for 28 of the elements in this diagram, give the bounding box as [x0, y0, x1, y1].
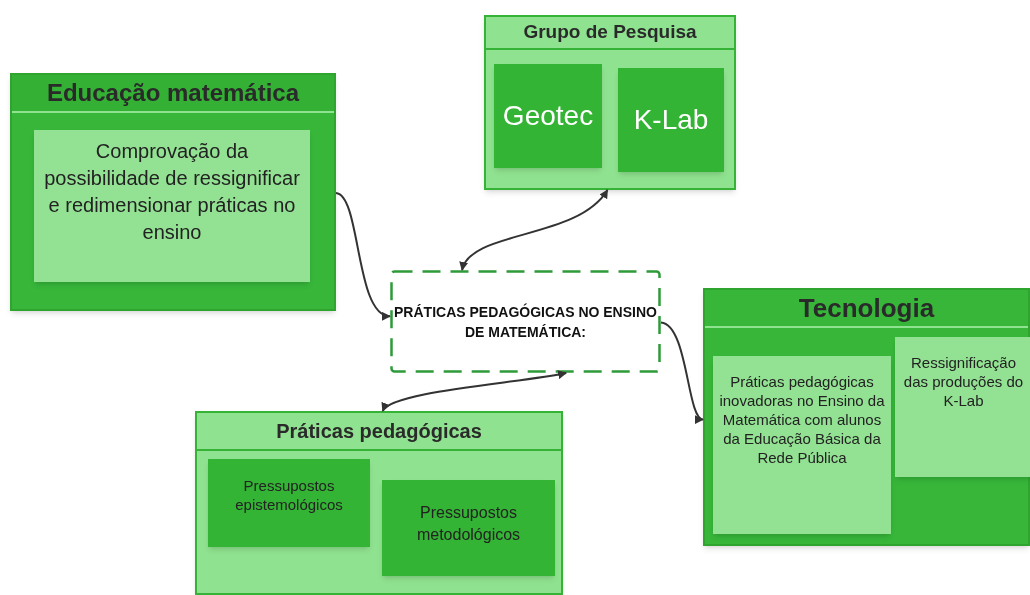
arrow [335, 191, 391, 319]
arrow [461, 189, 609, 271]
text-card [382, 480, 555, 576]
panel-title: Tecnologia [798, 291, 935, 325]
panel-title: Práticas pedagógicas [276, 419, 482, 444]
group-panel [484, 15, 736, 190]
card-text: Pressupostos metodológicos [415, 503, 522, 545]
arrow [381, 370, 568, 412]
card-text: Pressupostos epistemológicos [234, 476, 344, 514]
process-box [390, 270, 661, 373]
text-card [713, 356, 891, 534]
panel-title: Educação matemática [46, 78, 300, 108]
group-panel [10, 73, 336, 311]
card-text: Geotec [502, 99, 594, 133]
arrow [660, 321, 704, 421]
card-text: Ressignificação das produções do K-Lab [902, 353, 1025, 410]
text-card [618, 68, 724, 172]
text-card [34, 130, 310, 282]
group-panel [703, 288, 1030, 546]
group-panel [195, 411, 563, 595]
card-text: PRÁTICAS PEDAGÓGICAS NO ENSINO DE MATEMÁTICA: [393, 302, 658, 342]
panel-title: Grupo de Pesquisa [523, 20, 697, 45]
text-card [895, 337, 1030, 477]
text-card [208, 459, 370, 547]
card-text: K-Lab [633, 103, 709, 137]
text-card [494, 64, 602, 168]
card-text: Comprovação da possibilidade de ressignificar e redimensionar práticas no ensino [43, 139, 301, 245]
card-text: Práticas pedagógicas inovadoras no Ensino da Matemática com alunos da Educação Básica da Rede Pública [718, 372, 886, 467]
